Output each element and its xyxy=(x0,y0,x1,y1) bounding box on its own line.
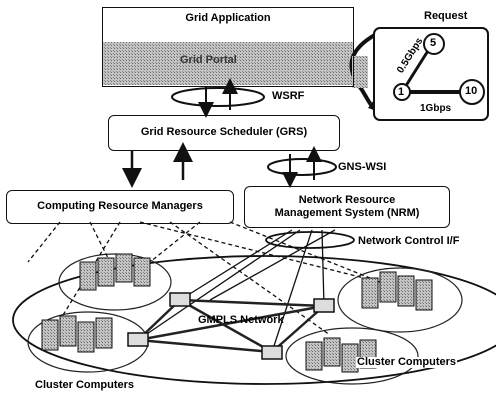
grs-label: Grid Resource Scheduler (GRS) xyxy=(140,126,308,139)
gnswsi-label: GNS-WSI xyxy=(338,161,387,173)
nrm-label-line2: Management System (NRM) xyxy=(274,207,420,219)
request-title: Request xyxy=(424,10,468,22)
grid-portal-label: Grid Portal xyxy=(180,54,237,66)
network-control-label: Network Control I/F xyxy=(358,235,460,247)
cluster-area-r xyxy=(337,267,463,333)
request-node-label-5: 5 xyxy=(430,37,437,49)
grid-application-box: Grid Application xyxy=(102,7,354,87)
wsrf-ellipse xyxy=(171,87,265,107)
request-edge-label-lower: 1Gbps xyxy=(420,103,452,114)
gmpls-network-label: GMPLS Network xyxy=(198,314,284,326)
nrm-label-line1: Network Resource xyxy=(298,193,396,206)
router-icon xyxy=(127,332,149,347)
cluster-computer-icon xyxy=(79,253,151,291)
computing-managers-label: Computing Resource Managers xyxy=(37,200,203,213)
request-node xyxy=(423,33,445,55)
router-icon xyxy=(261,345,283,360)
grid-application-title: Grid Application xyxy=(185,12,271,24)
nrm-box: Network Resource Management System (NRM) xyxy=(244,186,450,228)
network-ellipse xyxy=(12,255,496,385)
request-node-label-1: 1 xyxy=(398,86,405,98)
gnswsi-ellipse xyxy=(267,158,337,176)
computing-managers-box: Computing Resource Managers xyxy=(6,190,234,224)
network-control-ellipse xyxy=(265,231,355,249)
request-node xyxy=(393,83,411,101)
cluster-computers-right-label: Cluster Computers xyxy=(356,356,458,368)
hatch-small xyxy=(352,56,368,88)
cluster-area-br xyxy=(285,327,419,385)
gmpls-links xyxy=(137,298,325,354)
request-edge-upper xyxy=(400,45,433,93)
cluster-computer-icon xyxy=(41,315,113,353)
cluster-area-tl xyxy=(58,253,172,311)
nrm-control-links xyxy=(137,229,336,353)
cluster-computers-left-label: Cluster Computers xyxy=(34,379,136,391)
router-icon xyxy=(313,298,335,313)
router-icon xyxy=(169,292,191,307)
grid-portal-area xyxy=(103,42,353,85)
request-node-label-10: 10 xyxy=(465,85,478,97)
wsrf-label: WSRF xyxy=(272,90,305,102)
grs-box: Grid Resource Scheduler (GRS) xyxy=(108,115,340,151)
request-node xyxy=(459,79,485,105)
cluster-computer-icon xyxy=(361,271,433,311)
